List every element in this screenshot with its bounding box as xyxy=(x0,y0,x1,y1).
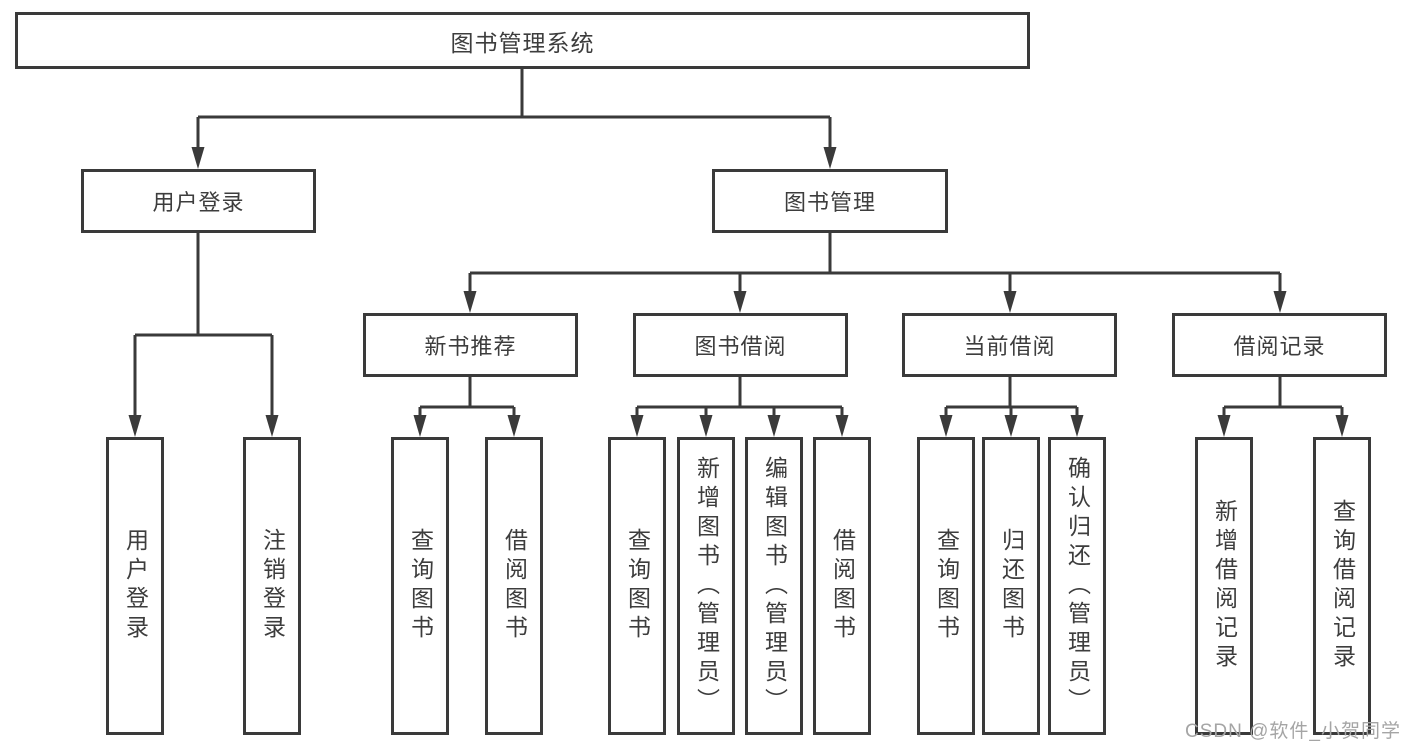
leaf-query-books-borrow-label: 查询图书 xyxy=(624,528,651,644)
node-new-book-recommend: 新书推荐 xyxy=(363,313,578,377)
node-current-borrowing: 当前借阅 xyxy=(902,313,1117,377)
leaf-confirm-return-admin-label: 确认归还（管理员） xyxy=(1064,455,1091,717)
leaf-return-books-label: 归还图书 xyxy=(998,528,1025,644)
leaf-query-books-recommend-label: 查询图书 xyxy=(407,528,434,644)
leaf-borrow-books: 借阅图书 xyxy=(813,437,871,735)
leaf-add-borrow-record: 新增借阅记录 xyxy=(1195,437,1253,735)
leaf-query-books-borrow: 查询图书 xyxy=(608,437,666,735)
node-library-management-system: 图书管理系统 xyxy=(15,12,1030,69)
leaf-add-books-admin-label: 新增图书（管理员） xyxy=(693,455,720,717)
csdn-watermark: CSDN @软件_小贺同学 xyxy=(1185,721,1401,742)
leaf-user-login: 用户登录 xyxy=(106,437,164,735)
leaf-user-login-label: 用户登录 xyxy=(122,528,149,644)
leaf-logout: 注销登录 xyxy=(243,437,301,735)
node-borrow-records: 借阅记录 xyxy=(1172,313,1387,377)
leaf-borrow-books-recommend: 借阅图书 xyxy=(485,437,543,735)
leaf-borrow-books-label: 借阅图书 xyxy=(829,528,856,644)
leaf-logout-label: 注销登录 xyxy=(259,528,286,644)
node-user-login: 用户登录 xyxy=(81,169,316,233)
leaf-query-books-current: 查询图书 xyxy=(917,437,975,735)
node-book-borrowing: 图书借阅 xyxy=(633,313,848,377)
leaf-return-books: 归还图书 xyxy=(982,437,1040,735)
leaf-add-books-admin: 新增图书（管理员） xyxy=(677,437,735,735)
leaf-query-borrow-record: 查询借阅记录 xyxy=(1313,437,1371,735)
leaf-edit-books-admin-label: 编辑图书（管理员） xyxy=(761,455,788,717)
leaf-query-borrow-record-label: 查询借阅记录 xyxy=(1329,499,1356,673)
leaf-query-books-recommend: 查询图书 xyxy=(391,437,449,735)
leaf-confirm-return-admin: 确认归还（管理员） xyxy=(1048,437,1106,735)
leaf-add-borrow-record-label: 新增借阅记录 xyxy=(1211,499,1238,673)
leaf-edit-books-admin: 编辑图书（管理员） xyxy=(745,437,803,735)
leaf-borrow-books-recommend-label: 借阅图书 xyxy=(501,528,528,644)
leaf-query-books-current-label: 查询图书 xyxy=(933,528,960,644)
node-book-management: 图书管理 xyxy=(712,169,948,233)
